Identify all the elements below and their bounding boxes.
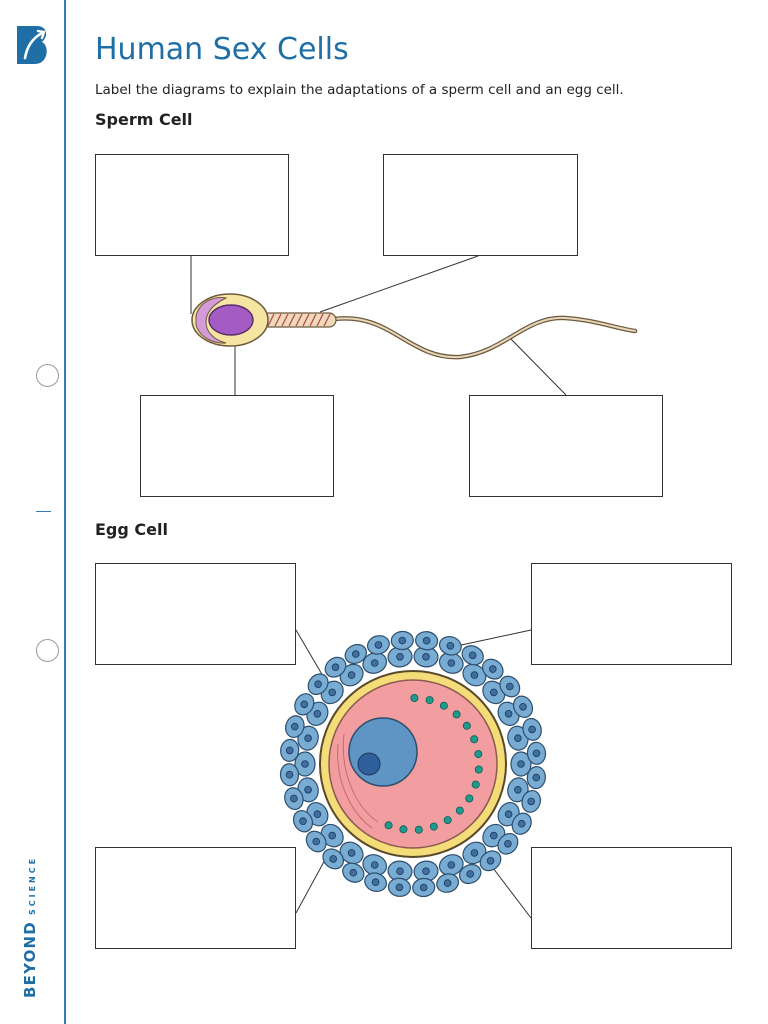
sperm-label-box-bottom-left[interactable] <box>140 395 334 497</box>
egg-cell-illustration <box>279 630 547 898</box>
sperm-label-box-top-left[interactable] <box>95 154 289 256</box>
corona-radiata-cells <box>279 630 547 898</box>
egg-label-box-bottom-left[interactable] <box>95 847 296 949</box>
egg-label-box-top-right[interactable] <box>531 563 732 665</box>
egg-label-box-bottom-right[interactable] <box>531 847 732 949</box>
punch-hole <box>36 364 59 387</box>
page-title: Human Sex Cells <box>95 32 349 67</box>
instructions: Label the diagrams to explain the adapta… <box>95 82 624 98</box>
sperm-cell-illustration <box>191 293 638 360</box>
egg-section-heading: Egg Cell <box>95 520 168 539</box>
sperm-section-heading: Sperm Cell <box>95 110 193 129</box>
sperm-label-box-top-right[interactable] <box>383 154 578 256</box>
beyond-b-icon <box>17 26 47 64</box>
cortical-granules <box>384 694 483 834</box>
egg-label-box-top-left[interactable] <box>95 563 296 665</box>
punch-hole <box>36 639 59 662</box>
margin-line <box>64 0 66 1024</box>
fold-mark <box>36 511 51 512</box>
sperm-label-box-bottom-right[interactable] <box>469 395 663 497</box>
sperm-leader-lines <box>190 255 567 396</box>
